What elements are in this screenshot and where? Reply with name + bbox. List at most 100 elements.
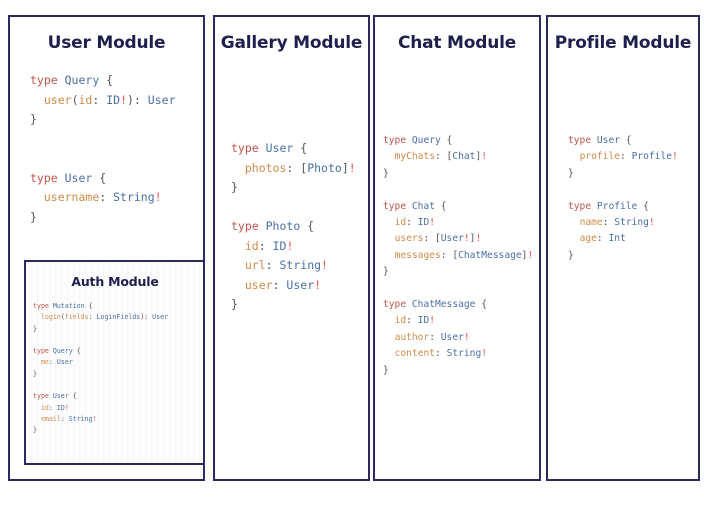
card-profile-module[interactable]: Profile Module type User { profile: Prof… [546,15,700,481]
code-token: me [40,358,49,367]
code-token: User [440,233,464,245]
code-token: Query [411,135,441,146]
code-line: } [568,248,698,264]
code-line [231,198,368,218]
code-line: id: ID! [33,403,203,414]
code-token: id [40,403,49,412]
code-line: } [30,208,203,228]
card-auth-module[interactable]: Auth Module type Mutation { login(fields… [24,260,203,465]
code-token: fields [64,313,89,322]
code-token: : [48,403,57,412]
code-line: type ChatMessage { [383,297,539,313]
code-token: ID [272,238,287,253]
code-token: } [383,167,389,179]
code-line: myChats: [Chat]! [383,149,539,165]
code-token [231,239,245,253]
code-line: id: ID! [383,313,539,329]
code-token: id [394,315,407,327]
code-token: ID [417,217,430,229]
code-line: name: String! [568,215,698,231]
code-token: age [579,233,597,245]
code-line: } [383,363,539,379]
code-line [33,380,203,391]
code-line: content: String! [383,346,539,362]
code-token: : [435,348,447,360]
card-title-user-module: User Module [47,33,166,53]
code-line [30,130,203,150]
code-line: author: User! [383,330,539,346]
code-token: : [602,217,615,229]
code-token [383,348,395,359]
code-line: type User { [33,391,203,402]
code-token: ID [56,403,65,412]
code-token: : [406,217,418,229]
code-token: ! [475,233,482,245]
code-line: } [33,425,203,436]
code-token [383,250,395,261]
code-token: : [ [440,249,459,261]
code-token: Photo [307,160,342,175]
code-token: author [394,331,430,343]
code-token: ): [127,92,148,107]
code-token: } [33,369,37,378]
code-token: { [72,347,81,356]
code-token: : [ [423,233,441,245]
code-token: type [383,135,412,146]
card-chat-module[interactable]: Chat Module type Query { myChats: [Chat]… [373,15,541,481]
code-token: ! [481,348,487,360]
code-line: user: User! [231,276,368,296]
code-token: type [231,219,266,233]
code-token: messages [394,249,441,261]
code-line: photos: [Photo]! [231,159,368,179]
code-token: { [637,200,649,212]
code-line: messages: [ChatMessage]! [383,248,539,264]
code-token: { [99,73,114,87]
code-token: ! [527,249,534,261]
code-line: type Query { [33,346,203,357]
card-user-module[interactable]: User Module type Query { user(id: ID!): … [8,15,205,481]
code-token: { [92,170,107,185]
code-line: type Profile { [568,199,698,215]
code-token: id [78,92,93,107]
code-token [383,151,395,162]
code-line: } [33,324,203,335]
code-line [30,149,203,169]
code-token: User [152,313,169,322]
code-token: : [620,151,632,163]
code-token [33,415,41,423]
code-token: : [99,190,114,204]
code-block-user-module: type Query { user(id: ID!): User} type U… [30,71,203,227]
code-token: ] [341,160,349,175]
code-token: : [258,238,273,253]
code-token [231,258,245,272]
code-token: ] [521,249,528,261]
card-gallery-module[interactable]: Gallery Module type User { photos: [Phot… [213,15,370,481]
code-line: } [33,369,203,380]
code-token: } [383,364,389,376]
code-token: { [435,200,447,212]
code-token: Query [64,73,100,87]
code-line: user(id: ID!): User [30,91,203,111]
code-line: type Photo { [231,217,368,237]
code-token: { [293,141,308,155]
code-token: String [614,217,649,229]
code-token: } [33,426,37,435]
code-block-gallery-module: type User { photos: [Photo]!} type Photo… [231,139,368,315]
code-token: Profile [631,151,672,163]
code-line: type Query { [383,133,539,149]
code-token: Int [608,233,626,245]
code-token: ): [140,313,153,322]
code-token: type [33,347,53,356]
code-token: : [272,277,287,292]
code-line: } [568,166,698,182]
code-token: { [84,302,93,310]
code-token: type [231,141,266,155]
code-line: id: ID! [231,237,368,257]
code-token [568,233,580,244]
card-title-auth-module: Auth Module [71,274,159,289]
code-token: : [ [286,160,308,175]
code-token: id [394,217,407,229]
code-line: id: ID! [383,215,539,231]
code-token: } [231,297,238,311]
code-token [33,313,41,321]
